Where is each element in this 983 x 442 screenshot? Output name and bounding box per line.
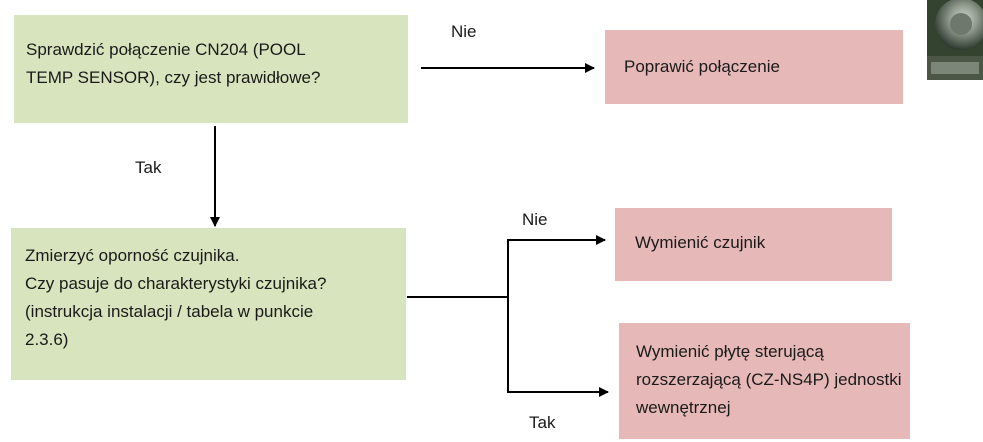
edge-label-check-yes: Tak: [135, 158, 162, 177]
edge-label-measure-no: Nie: [522, 210, 548, 229]
decision-measure-resistance: Zmierzyć oporność czujnika. Czy pasuje d…: [11, 228, 406, 380]
fix-connection-line-1: Poprawić połączenie: [624, 57, 780, 76]
replace-board-line-1: Wymienić płytę sterującą: [636, 342, 824, 361]
measure-line-1: Zmierzyć oporność czujnika.: [25, 246, 240, 265]
action-fix-connection: Poprawić połączenie: [605, 30, 903, 104]
replace-board-line-3: wewnętrznej: [636, 398, 731, 417]
action-replace-sensor: Wymienić czujnik: [615, 208, 892, 281]
decision-check-connection: Sprawdzić połączenie CN204 (POOL TEMP SE…: [14, 15, 408, 123]
action-replace-board: Wymienić płytę sterującą rozszerzającą (…: [619, 323, 910, 439]
replace-board-line-2: rozszerzającą (CZ-NS4P) jednostki: [636, 370, 902, 389]
check-connection-line-2: TEMP SENSOR), czy jest prawidłowe?: [26, 68, 321, 87]
edge-label-measure-yes: Tak: [529, 413, 556, 432]
measure-line-2: Czy pasuje do charakterystyki czujnika?: [25, 274, 327, 293]
measure-line-3: (instrukcja instalacji / tabela w punkci…: [25, 302, 314, 321]
check-connection-line-1: Sprawdzić połączenie CN204 (POOL: [26, 40, 306, 59]
replace-sensor-line-1: Wymienić czujnik: [635, 233, 766, 252]
measure-line-4: 2.3.6): [25, 330, 69, 349]
board-photo-fragment: [927, 0, 983, 80]
edge-label-check-no: Nie: [451, 22, 477, 41]
